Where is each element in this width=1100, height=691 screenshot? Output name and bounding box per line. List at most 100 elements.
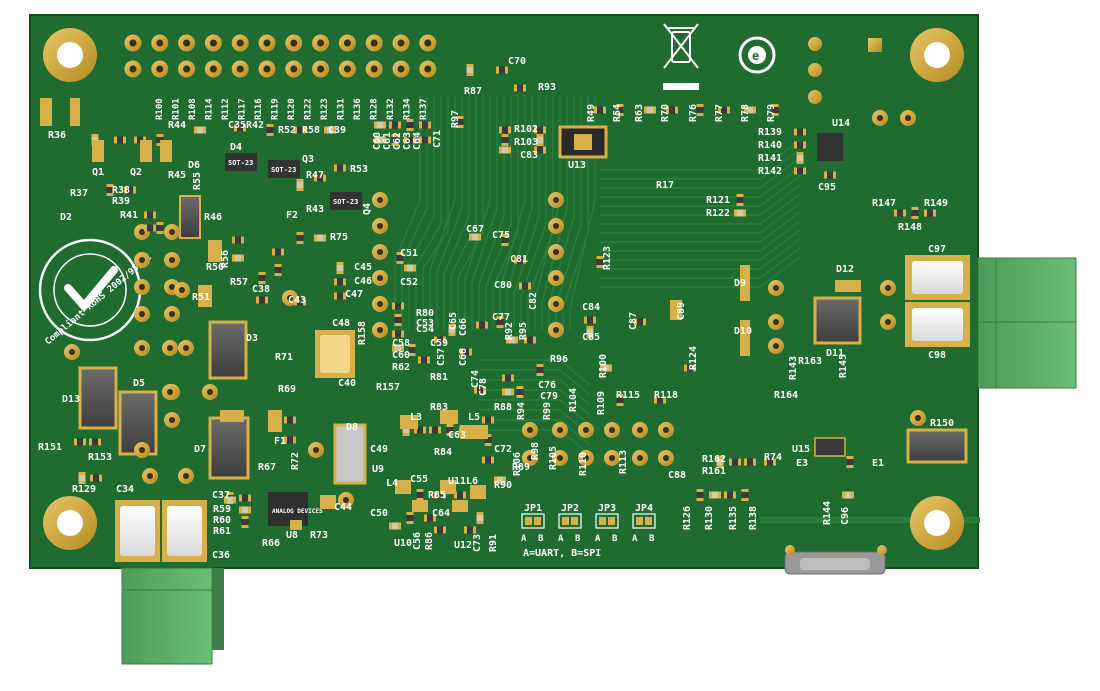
designator-c83: C83 (520, 150, 538, 161)
smd-part (334, 164, 346, 172)
svg-text:e: e (752, 49, 759, 63)
smd-terminal (239, 494, 242, 502)
designator-r126: R126 (682, 506, 693, 530)
jumper-outline (558, 513, 582, 529)
smd-terminal (478, 233, 481, 241)
header-pin-hole (209, 65, 217, 73)
trace (480, 359, 591, 386)
smd-part (396, 252, 404, 264)
header-pin-label: R114 (205, 98, 215, 120)
designator-c44: C44 (334, 502, 352, 513)
jumper-pad-b[interactable] (608, 517, 615, 525)
smd-terminal (419, 136, 422, 144)
smd-part (406, 119, 414, 131)
smd-part (389, 522, 401, 530)
smd-part (256, 296, 268, 304)
smd-terminal (334, 278, 337, 286)
trace (600, 247, 801, 279)
smd-terminal (133, 186, 136, 194)
designator-r142: R142 (758, 166, 782, 177)
smd-terminal (616, 104, 624, 107)
smd-terminal (448, 324, 456, 327)
smd-terminal (314, 174, 317, 182)
smd-terminal (446, 433, 454, 436)
designator-r63: R63 (634, 104, 645, 122)
designator-c79: C79 (540, 391, 558, 402)
designator-d7: D7 (194, 444, 206, 455)
smd-terminal (644, 106, 647, 114)
smd-part (496, 316, 504, 328)
smd-terminal (516, 386, 524, 389)
trace (422, 95, 449, 330)
designator-r143: R143 (788, 356, 799, 380)
jumper-pad-b[interactable] (571, 517, 578, 525)
jumper-pad-a[interactable] (599, 517, 606, 525)
smd-terminal (232, 236, 235, 244)
smd-terminal (736, 194, 744, 197)
through-hole-pad-hole (905, 115, 911, 121)
smd-part (404, 264, 416, 272)
copper-pad (440, 410, 458, 424)
designator-c74: C74 (470, 370, 481, 388)
smd-terminal (78, 481, 86, 484)
smd-terminal (248, 494, 251, 502)
copper-pad (440, 480, 456, 494)
smd-terminal (771, 104, 779, 107)
designator-c64b: C64 (412, 132, 423, 150)
designator-r81: R81 (430, 372, 448, 383)
designator-r147: R147 (872, 198, 896, 209)
copper-pad (412, 500, 428, 512)
smd-part (239, 494, 251, 502)
smd-terminal (274, 264, 282, 267)
smd-part (506, 336, 518, 344)
smd-part (709, 491, 721, 499)
smd-terminal (718, 491, 721, 499)
inductor-d11 (813, 296, 862, 345)
jumper-b-label: B (612, 534, 618, 544)
smd-terminal (511, 388, 514, 396)
trace (429, 95, 456, 330)
jumper-pad-b[interactable] (645, 517, 652, 525)
smd-part (502, 374, 514, 382)
smd-terminal (374, 136, 377, 144)
header-pin-label: R119 (271, 98, 281, 120)
smd-terminal (476, 521, 484, 524)
usb-connector (784, 545, 887, 575)
smd-terminal (241, 254, 244, 262)
designator-q4: Q4 (362, 203, 373, 215)
through-hole-pad-hole (377, 301, 383, 307)
designator-r51: R51 (192, 292, 210, 303)
smd-terminal (401, 330, 404, 338)
jumper-pad-a[interactable] (525, 517, 532, 525)
smd-terminal (233, 496, 236, 504)
smd-part (464, 526, 476, 534)
copper-pad (400, 415, 418, 429)
smd-terminal (729, 458, 732, 466)
smd-terminal (391, 143, 399, 146)
designator-d2: D2 (60, 212, 72, 223)
smd-part (429, 426, 441, 434)
smd-part (794, 167, 806, 175)
trace (562, 95, 589, 330)
jumper-pad-b[interactable] (534, 517, 541, 525)
through-hole-pad-hole (147, 473, 153, 479)
smd-terminal (924, 209, 927, 217)
designator-r99: R99 (542, 402, 553, 420)
trace (600, 148, 801, 180)
smd-terminal (753, 106, 756, 114)
smd-part (499, 126, 511, 134)
smd-terminal (392, 344, 395, 352)
smd-terminal (106, 193, 114, 196)
through-hole-pad-hole (207, 389, 213, 395)
smd-terminal (733, 491, 736, 499)
smd-terminal (741, 489, 749, 492)
smd-part (696, 104, 704, 116)
jumper-pad-a[interactable] (562, 517, 569, 525)
smd-part (724, 491, 736, 499)
smd-terminal (473, 526, 476, 534)
jumper-pad-a[interactable] (636, 517, 643, 525)
smd-terminal (515, 336, 518, 344)
header-pin (808, 37, 822, 51)
smd-terminal (506, 336, 509, 344)
smd-part (419, 121, 431, 129)
